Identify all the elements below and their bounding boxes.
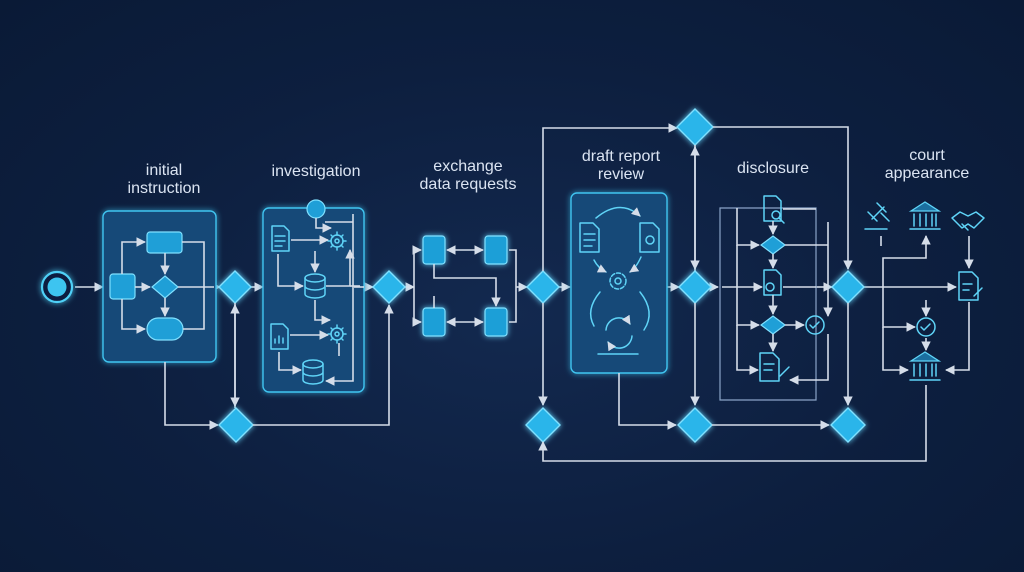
stage-label-court-appearance: court appearance (884, 147, 970, 182)
request-node (484, 307, 508, 337)
document-chart-icon (270, 323, 289, 350)
document-edit-icon (759, 352, 790, 382)
decision-diamond (218, 407, 254, 443)
courthouse-icon (908, 201, 942, 230)
request-node (422, 307, 446, 337)
database-icon (302, 359, 324, 385)
database-icon (304, 273, 326, 299)
document-icon (271, 225, 290, 252)
document-icon (579, 222, 600, 253)
panel-initial-instruction (102, 210, 217, 363)
start-node (40, 270, 74, 304)
document-settings-icon (639, 222, 660, 253)
check-circle-icon (805, 315, 825, 335)
stage-label-exchange-data-requests: exchange data requests (419, 158, 517, 193)
gear-icon (327, 324, 347, 344)
request-node (484, 235, 508, 265)
event-node (146, 317, 184, 341)
document-search-icon (763, 195, 785, 224)
decision-diamond (676, 108, 714, 146)
panel-investigation (262, 199, 365, 393)
request-node (422, 235, 446, 265)
panel-draft-report-review (570, 192, 668, 374)
stage-label-initial-instruction: initial instruction (127, 162, 201, 197)
stage-label-investigation: investigation (271, 163, 361, 180)
panel-court-appearance (864, 201, 985, 381)
check-circle-icon (916, 317, 936, 337)
handshake-icon (951, 211, 985, 231)
sync-gear-icon (609, 272, 627, 290)
decision-diamond (678, 270, 712, 304)
document-gear-icon (763, 269, 782, 296)
start-event-icon (306, 199, 326, 219)
decision-diamond (526, 270, 560, 304)
courthouse-icon (908, 351, 942, 381)
decision-diamond (830, 407, 866, 443)
decision-node (760, 315, 786, 335)
decision-diamond (677, 407, 713, 443)
refresh-cycle-icon (597, 314, 639, 355)
task-node (109, 273, 136, 300)
gavel-icon (864, 202, 890, 230)
panel-exchange-data-requests (406, 235, 517, 337)
stage-label-disclosure: disclosure (736, 160, 810, 177)
stage-label-draft-report-review: draft report review (581, 148, 661, 183)
decision-diamond (831, 270, 865, 304)
decision-node (760, 235, 786, 255)
task-node (146, 231, 183, 254)
decision-diamond (218, 270, 252, 304)
decision-diamond (525, 407, 561, 443)
gear-icon (327, 231, 347, 251)
signed-document-icon (958, 271, 983, 301)
panel-disclosure (719, 195, 833, 401)
decision-diamond (372, 270, 406, 304)
